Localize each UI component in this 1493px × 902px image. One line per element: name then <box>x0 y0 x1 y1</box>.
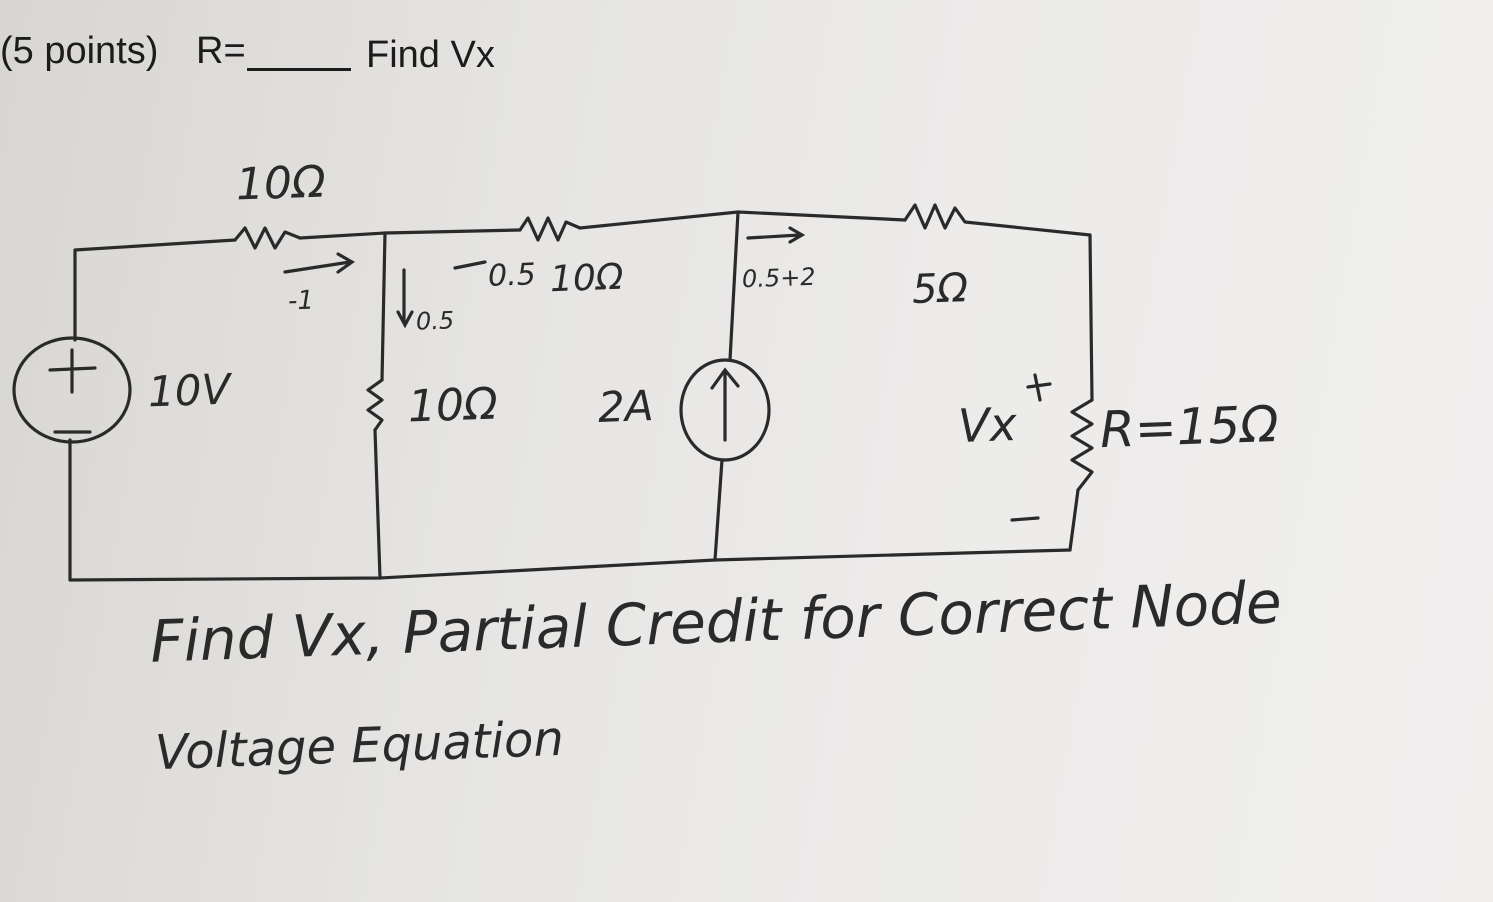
resistor-load <box>1070 398 1094 492</box>
label-source-voltage: 10V <box>147 364 232 417</box>
wire-left-top <box>73 238 237 342</box>
wire-cs-bottom <box>713 458 724 562</box>
label-current-source: 2A <box>597 381 655 432</box>
plus-sign-icon <box>48 348 97 394</box>
label-05-mid: 0.5 <box>487 257 537 294</box>
wire-shunt-bottom <box>373 428 382 580</box>
label-minus1: -1 <box>287 285 315 317</box>
resistor-shunt <box>366 378 384 432</box>
arrow-right-mid-icon <box>453 260 487 270</box>
label-r-right: 5Ω <box>911 265 969 313</box>
wire-bottom <box>68 438 1072 582</box>
problem-header: (5 points) R= Find Vx <box>0 22 600 82</box>
up-arrow-icon <box>710 367 740 442</box>
wire-right-bottom <box>1068 488 1080 552</box>
label-05-down: 0.5 <box>415 306 455 336</box>
resistor-right <box>903 203 1092 237</box>
label-r-load: R=15Ω <box>1099 394 1280 460</box>
wire-top-2 <box>578 210 907 230</box>
answer-blank[interactable] <box>247 68 351 71</box>
arrow-right-node-icon <box>746 226 806 244</box>
label-r-series: 10Ω <box>235 156 327 211</box>
label-05plus2: 0.5+2 <box>741 262 817 294</box>
label-r-middle: 10Ω <box>549 256 625 301</box>
wire-shunt-top <box>380 231 387 382</box>
vx-minus-icon <box>1010 516 1040 522</box>
vx-plus-icon <box>1026 373 1052 402</box>
points-label: (5 points) <box>0 30 159 72</box>
wire-right <box>1088 233 1094 402</box>
arrow-right-icon <box>283 252 355 274</box>
arrow-down-icon <box>396 268 414 329</box>
label-vx: Vx <box>957 396 1018 454</box>
resistor-series <box>233 226 302 250</box>
label-r-shunt: 10Ω <box>407 378 499 433</box>
wire-cs-top <box>728 210 740 362</box>
find-vx-prompt: Find Vx <box>366 34 495 76</box>
voltage-source-icon <box>12 336 132 444</box>
current-source-icon <box>679 358 771 462</box>
r-prompt: R= <box>196 30 246 72</box>
wire-top-1 <box>298 228 522 240</box>
resistor-middle <box>518 216 582 242</box>
